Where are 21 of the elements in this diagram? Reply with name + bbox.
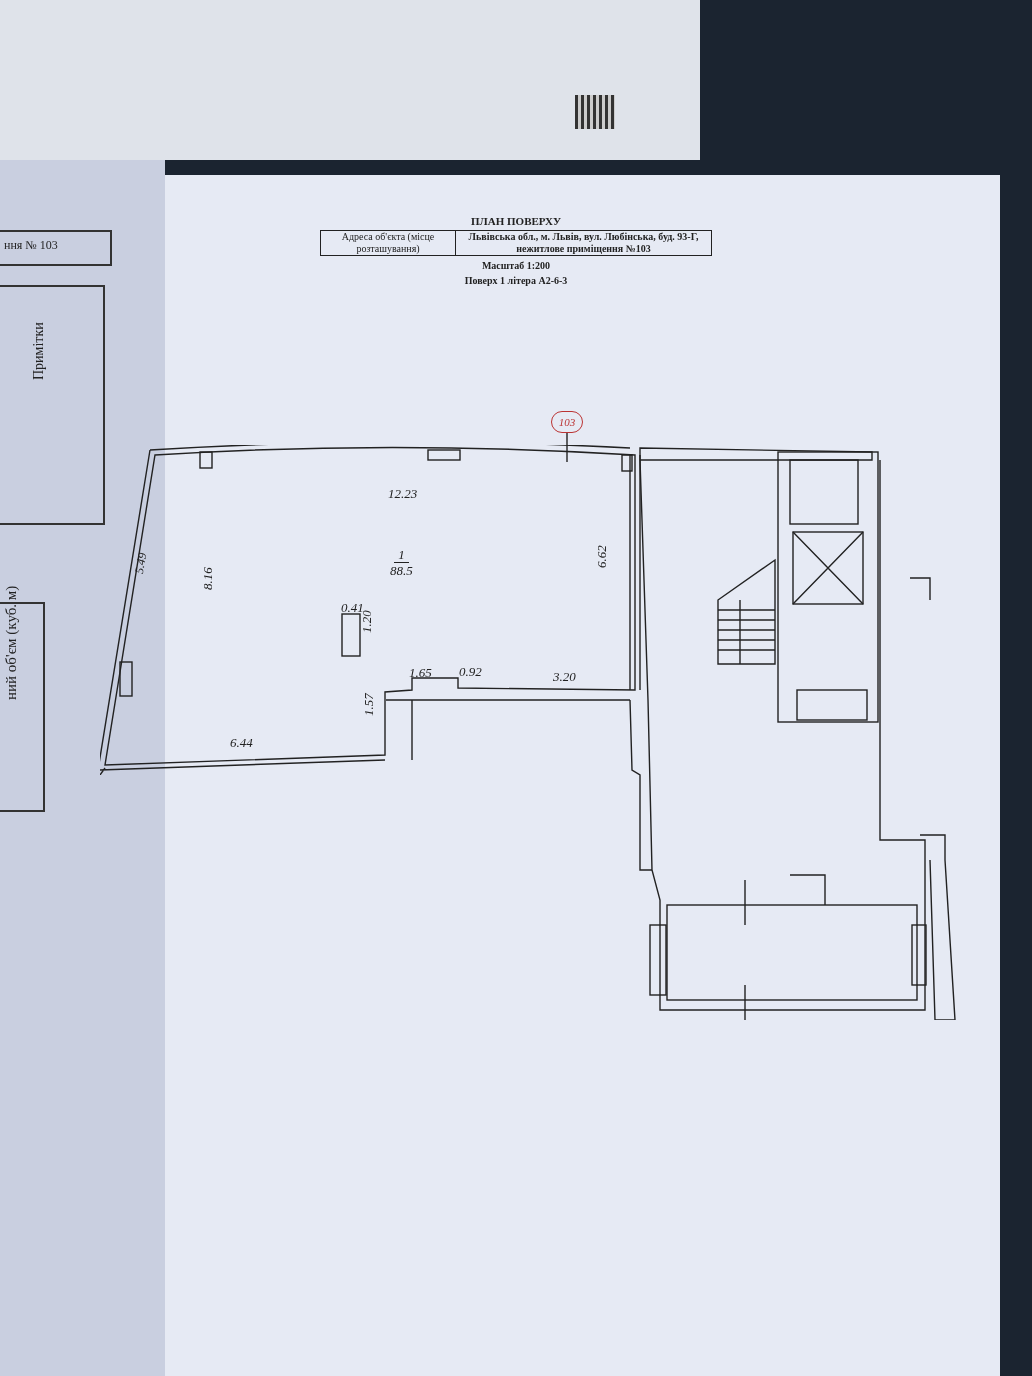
scale-text: Масштаб 1:200 [481,258,551,273]
table-cell: Адреса об'єкта (місце розташування) [321,230,456,255]
leader-line [566,432,568,462]
dimension-text: 6.62 [593,545,610,568]
floor-text: Поверх 1 літера А2-6-3 [464,273,568,288]
dimension-text: 1.65 [409,664,432,682]
dimension-text: 1.57 [360,693,377,716]
column-heading: Примітки [30,322,47,380]
dimension-text: 3.20 [553,668,576,686]
table-cell-text: Львівська обл., м. Львів, вул. Любінська, буд. 93-Г, нежитлове приміщення №103 [467,230,700,255]
dimension-text: 6.44 [230,734,253,752]
dimension-text: 12.23 [388,485,418,503]
form-text: ний об'єм (куб. м) [2,585,20,700]
dimension-text: 5.49 [130,551,151,576]
room-number: 1 [394,547,409,563]
form-text: ння № 103 [4,237,58,254]
dimension-text: 8.16 [199,567,216,590]
room-area: 88.5 [390,563,413,578]
dimension-text: 0.41 [341,599,364,615]
dimension-text: 0.92 [459,663,482,681]
plan-title: ПЛАН ПОВЕРХУ [471,214,561,229]
